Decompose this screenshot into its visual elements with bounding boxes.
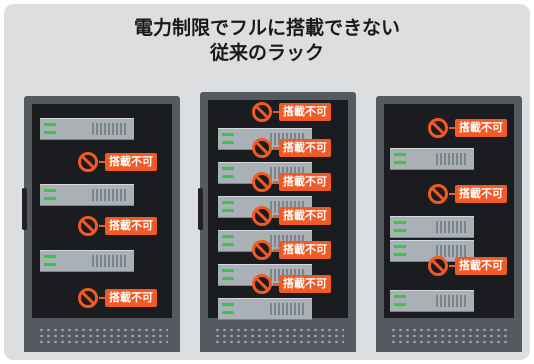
badge-connector (99, 225, 105, 227)
badge-connector (449, 193, 455, 195)
blocked-slot-badge: 搭載不可 (252, 172, 331, 192)
blocked-slot-badge: 搭載不可 (428, 118, 507, 138)
rack-middle: 搭載不可 搭載不可 搭載不可 搭載不可 搭載不可 搭載不可 (198, 92, 356, 352)
prohibited-icon (252, 206, 272, 226)
server-unit (390, 290, 474, 312)
badge-connector (99, 161, 105, 163)
rack-vent (212, 326, 344, 344)
server-unit (40, 184, 134, 206)
blocked-label: 搭載不可 (455, 185, 507, 203)
rack-interior (384, 104, 514, 318)
prohibited-icon (428, 256, 448, 276)
blocked-label: 搭載不可 (105, 153, 157, 171)
prohibited-icon (78, 216, 98, 236)
prohibited-icon (252, 274, 272, 294)
badge-connector (273, 215, 279, 217)
prohibited-icon (428, 118, 448, 138)
blocked-slot-badge: 搭載不可 (78, 152, 157, 172)
blocked-label: 搭載不可 (279, 241, 331, 259)
rack-handle (22, 188, 27, 230)
blocked-label: 搭載不可 (279, 173, 331, 191)
blocked-slot-badge: 搭載不可 (252, 138, 331, 158)
prohibited-icon (252, 138, 272, 158)
server-unit (218, 298, 312, 320)
badge-connector (273, 111, 279, 113)
blocked-slot-badge: 搭載不可 (252, 274, 331, 294)
title-line-2: 従来のラック (209, 42, 324, 64)
prohibited-icon (252, 102, 272, 122)
diagram-title: 電力制限でフルに搭載できない 従来のラック (4, 16, 530, 66)
server-unit (40, 250, 134, 272)
blocked-label: 搭載不可 (105, 289, 157, 307)
badge-connector (273, 249, 279, 251)
rack-interior (32, 104, 172, 318)
blocked-label: 搭載不可 (105, 217, 157, 235)
prohibited-icon (78, 152, 98, 172)
server-unit (390, 216, 474, 238)
badge-connector (449, 265, 455, 267)
blocked-label: 搭載不可 (279, 139, 331, 157)
badge-connector (449, 127, 455, 129)
blocked-slot-badge: 搭載不可 (252, 240, 331, 260)
blocked-slot-badge: 搭載不可 (252, 102, 331, 122)
server-unit (40, 118, 134, 140)
blocked-label: 搭載不可 (279, 207, 331, 225)
rack-left: 搭載不可 搭載不可 搭載不可 (22, 96, 180, 352)
rack-vent (388, 326, 510, 344)
badge-connector (273, 283, 279, 285)
badge-connector (99, 297, 105, 299)
blocked-slot-badge: 搭載不可 (78, 288, 157, 308)
blocked-label: 搭載不可 (455, 119, 507, 137)
prohibited-icon (78, 288, 98, 308)
blocked-label: 搭載不可 (455, 257, 507, 275)
blocked-label: 搭載不可 (279, 275, 331, 293)
blocked-slot-badge: 搭載不可 (428, 184, 507, 204)
server-unit (390, 148, 474, 170)
blocked-slot-badge: 搭載不可 (252, 206, 331, 226)
prohibited-icon (428, 184, 448, 204)
badge-connector (273, 181, 279, 183)
blocked-slot-badge: 搭載不可 (78, 216, 157, 236)
blocked-label: 搭載不可 (279, 103, 331, 121)
prohibited-icon (252, 240, 272, 260)
diagram-panel: 電力制限でフルに搭載できない 従来のラック 搭載不可 搭載不可 搭載不可 (4, 4, 530, 360)
badge-connector (273, 147, 279, 149)
rack-right: 搭載不可 搭載不可 搭載不可 (376, 96, 522, 352)
rack-handle (198, 188, 203, 230)
rack-vent (36, 326, 168, 344)
prohibited-icon (252, 172, 272, 192)
blocked-slot-badge: 搭載不可 (428, 256, 507, 276)
title-line-1: 電力制限でフルに搭載できない (133, 17, 400, 39)
